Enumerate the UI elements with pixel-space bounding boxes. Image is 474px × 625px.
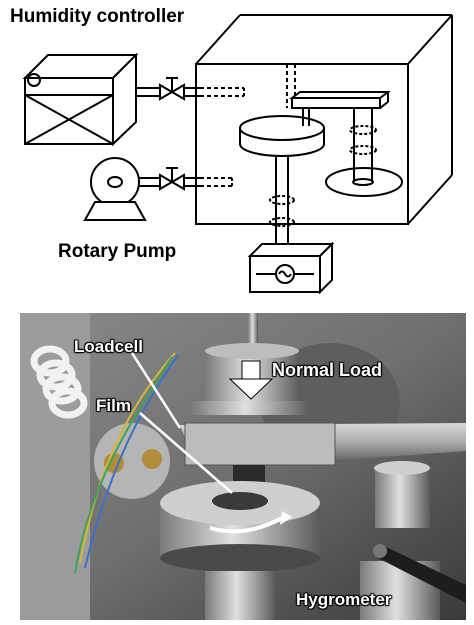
loadcell-label: Loadcell [74, 337, 143, 356]
chamber-box [195, 14, 453, 225]
normal-load-arrow [228, 360, 274, 400]
upper-pipe-valve [136, 77, 245, 101]
coiled-tube [30, 345, 88, 419]
lower-pipe-valve [139, 167, 233, 191]
apparatus-schematic [22, 14, 453, 295]
load-stand [325, 108, 403, 197]
load-arm [289, 91, 391, 126]
rotating-disk [239, 115, 325, 256]
apparatus-photo [20, 313, 466, 620]
label-pointers [130, 352, 233, 494]
hygrometer-label: Hygrometer [296, 590, 392, 609]
humidity-controller-box [22, 52, 139, 147]
rotary-pump-label: Rotary Pump [58, 241, 177, 262]
rotary-pump [83, 157, 147, 221]
film-label: Film [96, 396, 131, 415]
hygrometer-probe [373, 544, 466, 603]
rotating-disk-photo [160, 481, 320, 620]
motor-box [247, 241, 335, 295]
normal-load-label: Normal Load [272, 360, 383, 380]
humidity-controller-label: Humidity controller [10, 6, 185, 27]
